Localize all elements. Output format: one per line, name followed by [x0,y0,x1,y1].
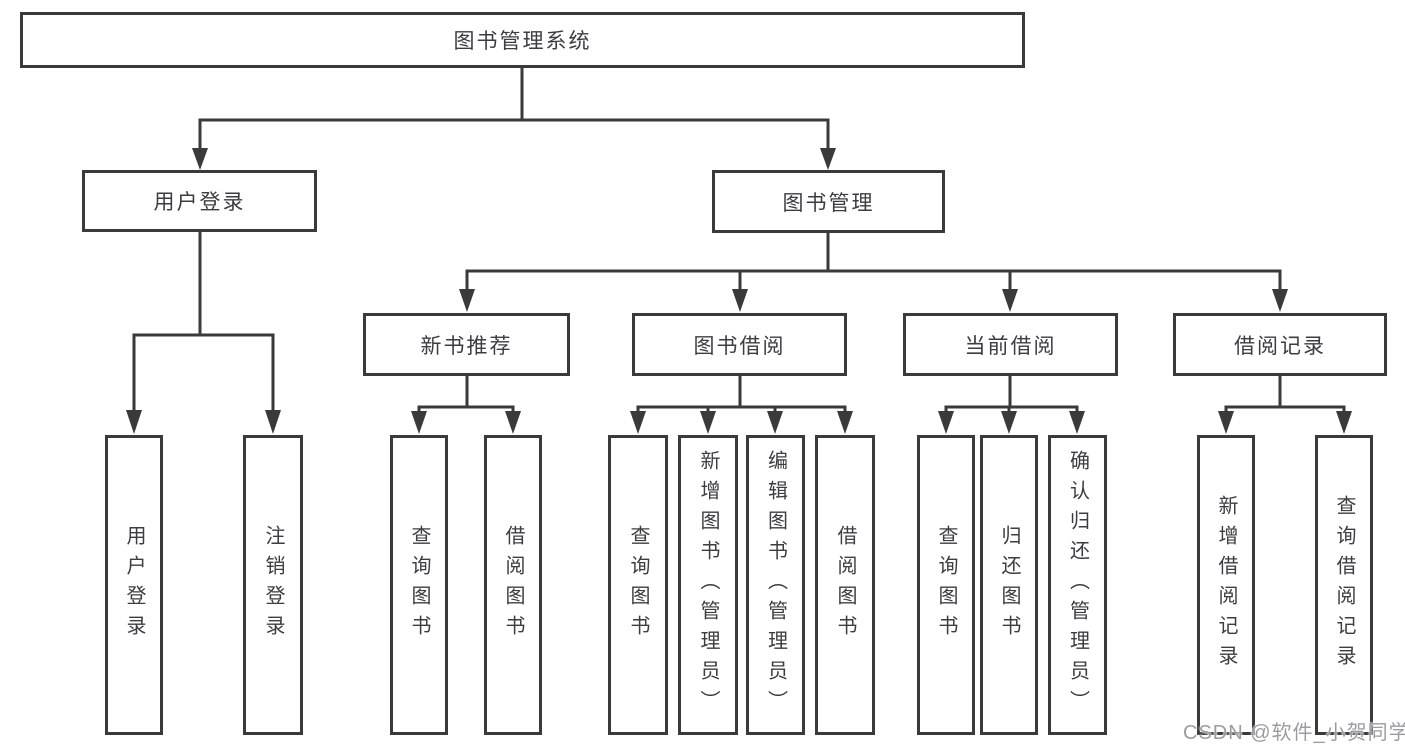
node-leaf-cb-return-books: 归还图书 [980,435,1038,735]
arrowhead [700,411,716,434]
arrowhead [459,289,475,312]
connector-new-book-to-leaves [411,374,521,434]
arrowhead [820,148,836,170]
node-new-book-recommend: 新书推荐 [363,313,570,376]
arrowhead [837,411,853,434]
arrowhead [411,411,427,434]
arrowhead [1272,289,1288,312]
node-current-borrow: 当前借阅 [903,313,1118,376]
node-leaf-bb-query-books: 查询图书 [608,435,668,735]
node-book-management: 图书管理 [712,170,945,233]
node-book-management-label: 图书管理 [782,191,875,215]
node-leaf-cb-return-books-label: 归还图书 [998,525,1020,645]
node-leaf-cb-confirm-return-admin-label: 确认归还（管理员） [1066,450,1089,720]
connector-current-borrow-to-leaves [938,374,1085,434]
connector-user-login-to-leaves [126,230,281,434]
node-new-book-recommend-label: 新书推荐 [420,334,513,358]
arrowhead [1336,411,1352,434]
node-leaf-nb-borrow-books-label: 借阅图书 [502,525,524,645]
connector-borrow-record-to-leaves [1218,374,1352,434]
node-leaf-br-query-borrow-record-label: 查询借阅记录 [1333,495,1355,675]
arrowhead [192,148,208,170]
node-leaf-bb-edit-books-admin-label: 编辑图书（管理员） [764,450,787,720]
node-leaf-bb-borrow-books-label: 借阅图书 [834,525,856,645]
arrowhead [1002,289,1018,312]
connector-root-to-level2 [192,66,836,170]
node-leaf-br-query-borrow-record: 查询借阅记录 [1315,435,1373,735]
arrowhead [630,411,646,434]
node-leaf-user-login: 用户登录 [105,435,163,735]
arrowhead [505,411,521,434]
node-leaf-logout: 注销登录 [243,435,303,735]
node-root: 图书管理系统 [20,12,1025,68]
node-leaf-cb-confirm-return-admin: 确认归还（管理员） [1048,435,1107,735]
arrowhead [732,289,748,312]
node-borrow-record: 借阅记录 [1173,313,1387,376]
arrowhead [1001,411,1017,434]
arrowhead [1069,411,1085,434]
arrowhead [265,410,281,434]
node-leaf-bb-borrow-books: 借阅图书 [815,435,875,735]
arrowhead [767,411,783,434]
node-borrow-record-label: 借阅记录 [1234,334,1326,358]
arrowhead [1218,411,1234,434]
node-root-label: 图书管理系统 [453,30,592,53]
node-leaf-user-login-label: 用户登录 [123,525,145,645]
arrowhead [938,411,954,434]
node-leaf-logout-label: 注销登录 [262,525,284,645]
node-leaf-cb-query-books: 查询图书 [917,435,975,735]
csdn-watermark: CSDN @软件_小贺同学 [1183,722,1405,744]
node-leaf-nb-query-books-label: 查询图书 [408,525,430,645]
connector-book-mgmt-to-level3 [459,231,1288,312]
node-current-borrow-label: 当前借阅 [964,334,1057,358]
arrowhead [126,410,142,434]
node-user-login-branch-label: 用户登录 [153,191,246,214]
node-leaf-bb-add-books-admin-label: 新增图书（管理员） [697,450,719,720]
node-leaf-bb-edit-books-admin: 编辑图书（管理员） [746,435,805,735]
node-book-borrow-label: 图书借阅 [693,334,786,358]
node-leaf-nb-query-books: 查询图书 [390,435,448,735]
node-leaf-cb-query-books-label: 查询图书 [935,525,957,645]
node-leaf-br-add-borrow-record: 新增借阅记录 [1197,435,1255,735]
node-leaf-br-add-borrow-record-label: 新增借阅记录 [1215,495,1237,675]
node-book-borrow: 图书借阅 [632,313,847,376]
node-leaf-nb-borrow-books: 借阅图书 [484,435,542,735]
node-leaf-bb-query-books-label: 查询图书 [627,525,649,645]
node-leaf-bb-add-books-admin: 新增图书（管理员） [678,435,738,735]
node-user-login-branch: 用户登录 [82,170,317,232]
connector-book-borrow-to-leaves [630,374,853,434]
